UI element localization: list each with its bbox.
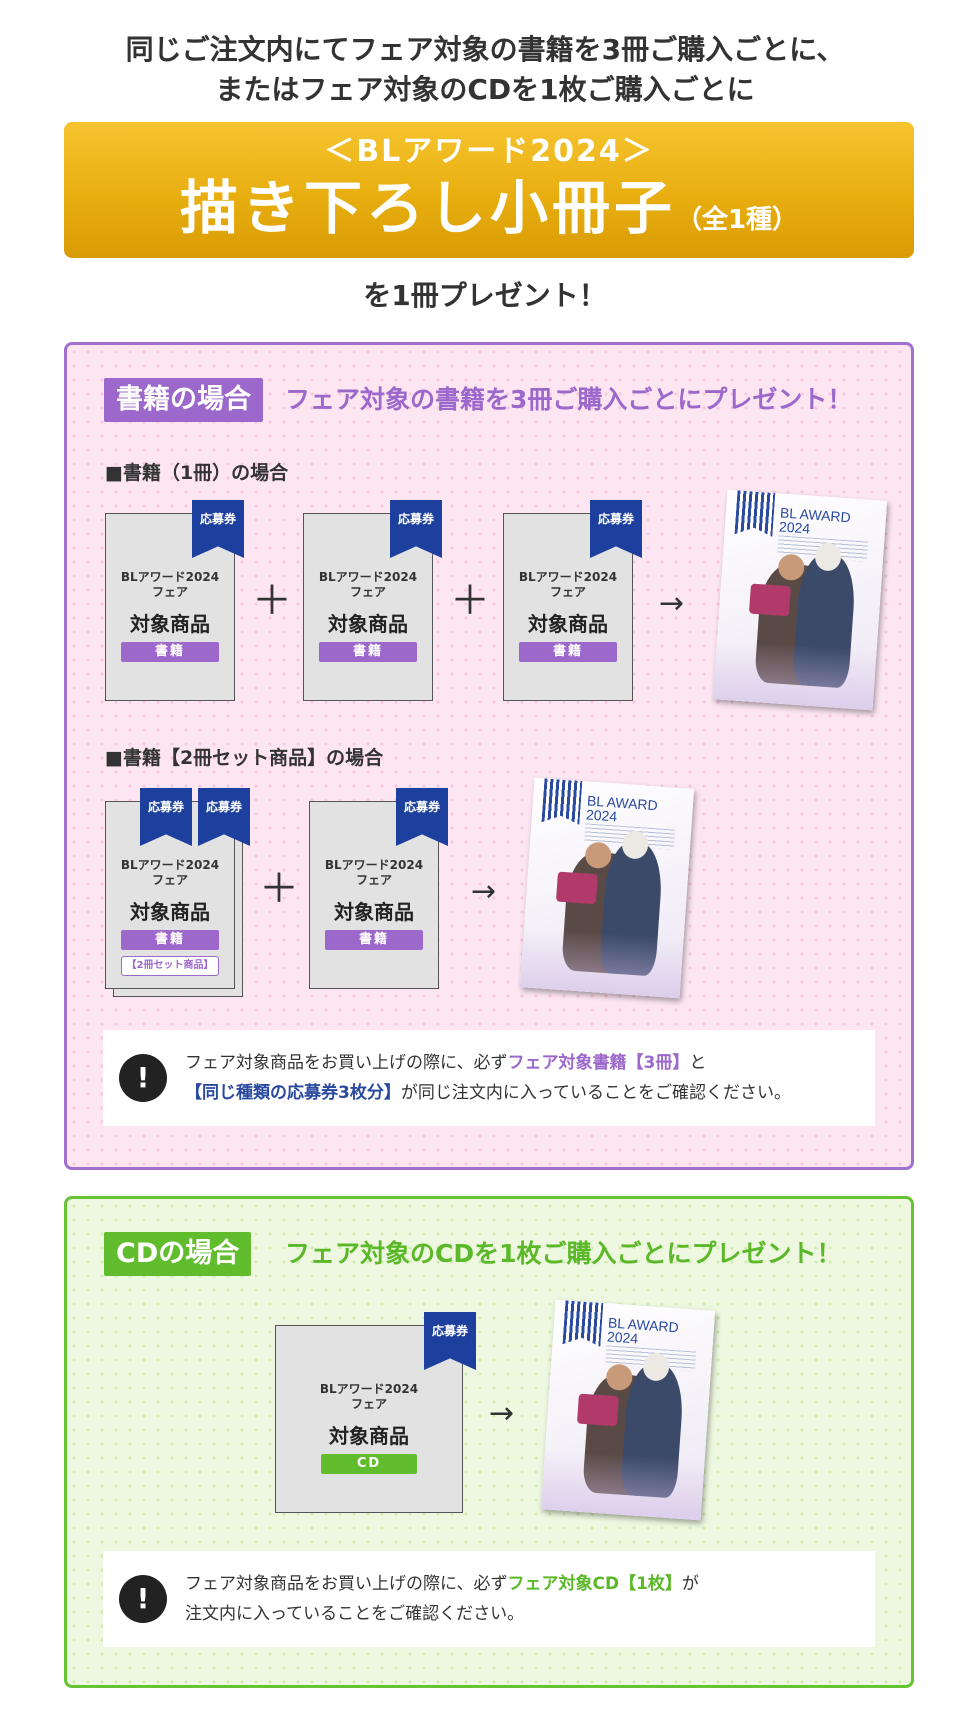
notice-highlight-cd: フェア対象CD【1枚】 [507, 1574, 682, 1594]
card-type-pill: 書籍 [325, 930, 423, 950]
notice-text-2: と [689, 1053, 707, 1073]
present-text: を1冊プレゼント！ [363, 279, 607, 312]
cd-notice-text: フェア対象商品をお買い上げの際に、必ずフェア対象CD【1枚】が注文内に入っている… [185, 1569, 865, 1629]
notice-text-1: フェア対象商品をお買い上げの際に、必ず [185, 1053, 508, 1073]
booklet-stripes [562, 1300, 603, 1347]
booklet-figure [748, 583, 791, 617]
card-target-label: 対象商品 [334, 900, 414, 924]
booklet-figure [555, 871, 598, 905]
intro-text: 同じご注文内にてフェア対象の書籍を3冊ご購入ごとに、 またはフェア対象のCDを1… [0, 30, 970, 110]
books-panel: 書籍の場合 フェア対象の書籍を3冊ご購入ごとにプレゼント！ ■書籍（1冊）の場合… [64, 342, 914, 1170]
arrow-icon: → [471, 874, 497, 909]
card-target-label: 対象商品 [130, 612, 210, 636]
arrow-icon: → [489, 1396, 515, 1431]
card-type-pill: 書籍 [121, 930, 219, 950]
intro-line-2: またはフェア対象のCDを1枚ご購入ごとに [215, 73, 755, 106]
banner-note: （全1種） [675, 205, 799, 235]
cd-notice: ! フェア対象商品をお買い上げの際に、必ずフェア対象CD【1枚】が注文内に入って… [103, 1551, 875, 1647]
booklet-figure [576, 1393, 619, 1427]
card-fair-line-b: フェア [151, 873, 188, 887]
books-notice: ! フェア対象商品をお買い上げの際に、必ずフェア対象書籍【3冊】と【同じ種類の応… [103, 1030, 875, 1126]
card-fair-line-a: BLアワード2024 [318, 570, 418, 584]
ticket-ribbon: 応募券 [390, 500, 442, 558]
card-target-label: 対象商品 [528, 612, 608, 636]
card-type-pill: 書籍 [121, 642, 219, 662]
ticket-ribbon: 応募券 [396, 788, 448, 846]
card-fair-line-b: フェア [349, 585, 386, 599]
books-headline: フェア対象の書籍を3冊ご購入ごとにプレゼント！ [285, 385, 853, 414]
card-fair-line-b: フェア [151, 585, 188, 599]
ticket-ribbon: 応募券 [192, 500, 244, 558]
notice-text-3: が同じ注文内に入っていることをご確認ください。 [400, 1083, 791, 1103]
card-target-label: 対象商品 [329, 1424, 409, 1448]
notice-highlight-books: フェア対象書籍【3冊】 [507, 1053, 690, 1073]
banner-title-text: 描き下ろし小冊子 [179, 174, 676, 242]
card-fair-line-a: BLアワード2024 [120, 858, 220, 872]
card-fair-line-a: BLアワード2024 [319, 1382, 419, 1396]
card-type-pill: 書籍 [519, 642, 617, 662]
exclamation-icon: ! [119, 1054, 167, 1102]
notice-text-2: が [681, 1574, 699, 1594]
banner-subtitle: ＜BLアワード2024＞ [324, 134, 654, 169]
card-fair-line-a: BLアワード2024 [324, 858, 424, 872]
booklet-banner: ＜BLアワード2024＞ 描き下ろし小冊子（全1種） [64, 122, 914, 258]
card-fair-line-a: BLアワード2024 [518, 570, 618, 584]
booklet-watercolor [712, 639, 877, 711]
case2-title: ■書籍【2冊セット商品】の場合 [105, 747, 384, 769]
cd-panel: CDの場合 フェア対象のCDを1枚ご購入ごとにプレゼント！ 応募券 BLアワード… [64, 1196, 914, 1688]
card-fair-line-b: フェア [355, 873, 392, 887]
card-fair-line-b: フェア [350, 1397, 387, 1411]
card-fair-line-b: フェア [549, 585, 586, 599]
notice-text-3: 注文内に入っていることをご確認ください。 [185, 1604, 525, 1624]
card-target-label: 対象商品 [130, 900, 210, 924]
plus-sign: ＋ [252, 578, 292, 624]
booklet-watercolor [540, 1449, 705, 1521]
card-type-pill: CD [321, 1454, 417, 1474]
exclamation-icon: ! [119, 1575, 167, 1623]
booklet-stripes [734, 490, 775, 537]
card-target-label: 対象商品 [328, 612, 408, 636]
books-tag: 書籍の場合 [104, 378, 263, 422]
ticket-ribbon: 応募券 [590, 500, 642, 558]
plus-sign: ＋ [450, 578, 490, 624]
booklet-stripes [541, 778, 582, 825]
card-fair-line-a: BLアワード2024 [120, 570, 220, 584]
arrow-icon: → [659, 586, 685, 621]
notice-text-1: フェア対象商品をお買い上げの際に、必ず [185, 1574, 508, 1594]
intro-line-1: 同じご注文内にてフェア対象の書籍を3冊ご購入ごとに、 [125, 33, 845, 66]
books-notice-text: フェア対象商品をお買い上げの際に、必ずフェア対象書籍【3冊】と【同じ種類の応募券… [185, 1048, 865, 1108]
banner-title: 描き下ろし小冊子（全1種） [64, 172, 914, 256]
notice-highlight-tickets: 【同じ種類の応募券3枚分】 [185, 1083, 401, 1103]
case1-title: ■書籍（1冊）の場合 [105, 462, 289, 484]
cd-headline: フェア対象のCDを1枚ご購入ごとにプレゼント！ [285, 1239, 842, 1268]
cd-tag: CDの場合 [104, 1232, 252, 1276]
ticket-ribbon: 応募券 [140, 788, 192, 846]
card-type-pill: 書籍 [319, 642, 417, 662]
plus-sign: ＋ [259, 866, 299, 912]
ticket-ribbon: 応募券 [424, 1312, 476, 1370]
set-label: 【2冊セット商品】 [121, 956, 219, 976]
booklet-watercolor [519, 927, 684, 999]
ticket-ribbon: 応募券 [198, 788, 250, 846]
